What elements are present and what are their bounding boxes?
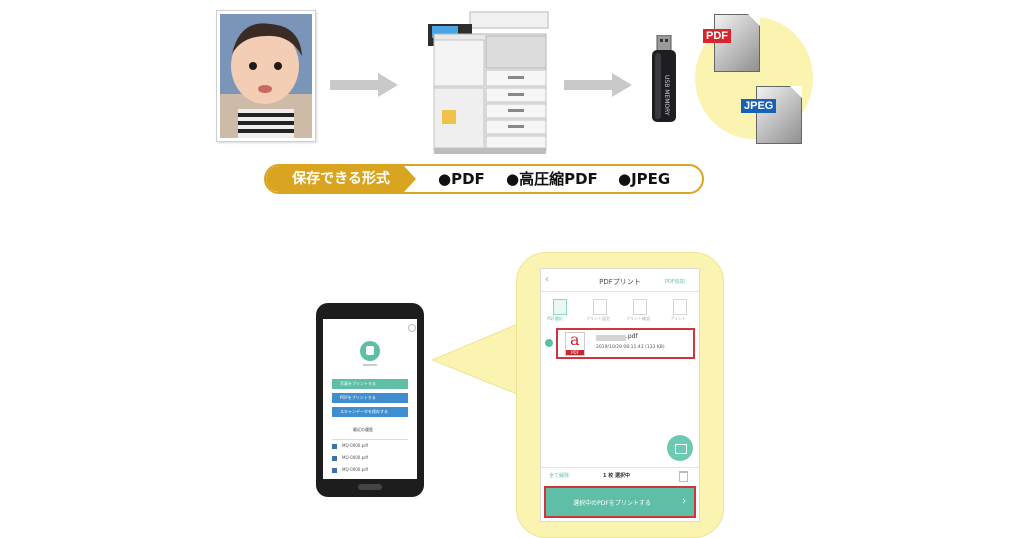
home-button[interactable] xyxy=(358,484,382,490)
step-label: PDF選択 xyxy=(547,316,563,321)
pdf-file-icon: PDF xyxy=(703,14,760,72)
settings-icon[interactable] xyxy=(408,324,416,332)
trash-icon[interactable] xyxy=(679,471,688,482)
list-item[interactable]: MQ-0000.pdf xyxy=(332,454,408,464)
file-icon xyxy=(332,468,337,473)
multifunction-printer-image xyxy=(420,10,554,158)
file-icon xyxy=(332,456,337,461)
format-jpeg: ●JPEG xyxy=(618,170,671,188)
jpeg-file-icon: JPEG xyxy=(741,86,802,144)
step-icon xyxy=(673,299,687,315)
format-compressed-pdf: ●高圧縮PDF xyxy=(506,170,598,188)
checked-icon[interactable] xyxy=(545,339,553,347)
app-logo-icon xyxy=(360,341,380,361)
file-icon xyxy=(332,444,337,449)
step-label: プリント確認 xyxy=(626,316,650,321)
phone-screen: 写真をプリントする PDFをプリントする スキャンデータを保存する 最近の履歴 … xyxy=(323,319,417,479)
save-formats-bar: 保存できる形式 ●PDF ●高圧縮PDF ●JPEG xyxy=(264,164,704,194)
print-icon xyxy=(675,444,687,454)
file-name: .pdf xyxy=(626,333,638,340)
usb-memory-icon: USB MEMORY xyxy=(650,34,678,123)
filename-redacted xyxy=(596,335,626,341)
history-title: 最近の履歴 xyxy=(353,427,373,432)
usb-label: USB MEMORY xyxy=(663,75,670,116)
speech-bubble-tail xyxy=(432,318,532,400)
print-pdf-button[interactable]: PDFをプリントする xyxy=(332,393,408,403)
step-icon xyxy=(633,299,647,315)
print-photo-button[interactable]: 写真をプリントする xyxy=(332,379,408,389)
arrow-right-icon xyxy=(564,73,634,97)
pdf-icon: a PDF xyxy=(565,330,585,356)
selected-file-row[interactable]: a PDF .pdf 2019/10/29 08:11:43 (133 KB) xyxy=(556,328,695,359)
deselect-all-link[interactable]: 全て解除 xyxy=(549,473,570,479)
file-meta: 2019/10/29 08:11:43 (133 KB) xyxy=(596,345,665,350)
step-label: プリント設定 xyxy=(586,316,610,321)
page-title: PDFプリント xyxy=(599,278,641,286)
baby-photo xyxy=(216,10,316,142)
step-icon xyxy=(553,299,567,315)
chevron-right-icon: › xyxy=(682,494,687,507)
selected-count: 1 枚 選択中 xyxy=(603,473,630,479)
step-label: プリント xyxy=(670,316,686,321)
jpeg-tag: JPEG xyxy=(741,99,777,113)
save-scan-button[interactable]: スキャンデータを保存する xyxy=(332,407,408,417)
list-item[interactable]: MQ-0000.pdf xyxy=(332,442,408,452)
pdf-print-screen: ‹ PDFプリント PDF追加 PDF選択 プリント設定 プリント確認 プリント… xyxy=(540,268,700,522)
list-item[interactable]: MQ-0000.pdf xyxy=(332,466,408,476)
add-pdf-link[interactable]: PDF追加 xyxy=(665,279,685,285)
back-icon[interactable]: ‹ xyxy=(545,274,549,285)
arrow-right-icon xyxy=(330,73,400,97)
pdf-tag: PDF xyxy=(703,29,731,43)
step-icon xyxy=(593,299,607,315)
floating-print-button[interactable] xyxy=(667,435,693,461)
smartphone: 写真をプリントする PDFをプリントする スキャンデータを保存する 最近の履歴 … xyxy=(316,303,424,497)
print-selected-button[interactable]: 選択中のPDFをプリントする › xyxy=(544,486,696,518)
format-pdf: ●PDF xyxy=(438,170,485,188)
save-formats-label: 保存できる形式 xyxy=(266,166,416,192)
